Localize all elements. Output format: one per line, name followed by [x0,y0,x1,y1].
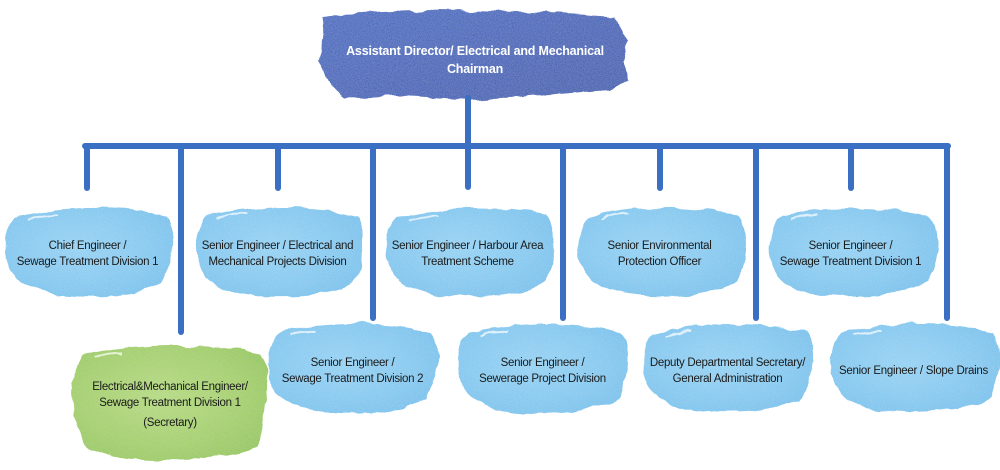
row1-node-4-shape [578,207,747,297]
row1-node-5-line2: Sewage Treatment Division 1 [779,256,922,268]
row1-node-5-line1: Senior Engineer / [808,240,893,252]
row2-node-5: Senior Engineer / Slope Drains [826,335,1000,407]
row2-node-2-line2: Sewage Treatment Division 2 [281,373,424,385]
row1-node-1-shape [5,207,174,297]
row1-node-2-line1: Senior Engineer / Electrical and [201,240,354,252]
row2-node-3-line1: Senior Engineer / [500,357,585,369]
row2-node-1-shape [72,345,268,461]
row2-node-4: Deputy Departmental Secretary/ General A… [640,335,815,407]
row1-node-3-line2: Treatment Scheme [421,256,514,268]
top-node: Assistant Director/ Electrical and Mecha… [320,30,630,90]
row1-node-2: Senior Engineer / Electrical and Mechani… [190,218,365,290]
row2-node-2: Senior Engineer / Sewage Treatment Divis… [265,335,440,407]
row1-node-4-line1: Senior Environmental [607,240,712,252]
row2-node-3-shape [458,323,629,413]
row1-node-5: Senior Engineer / Sewage Treatment Divis… [763,218,938,290]
row1-node-4: Senior Environmental Protection Officer [572,218,747,290]
row2-node-1-line3: (Secretary) [143,417,197,429]
row2-node-3: Senior Engineer / Sewerage Project Divis… [455,335,630,407]
row2-node-1-line1: Electrical&Mechanical Engineer/ [92,381,248,393]
connector-lines [82,95,951,335]
top-node-title: Assistant Director/ Electrical and Mecha… [346,44,604,58]
row1-node-3-line1: Senior Engineer / Harbour Area [391,240,544,252]
row2-node-1-line2: Sewage Treatment Division 1 [99,397,241,409]
row2-node-4-line2: General Administration [672,373,783,385]
row1-node-1-line2: Sewage Treatment Division 1 [16,256,159,268]
row2-node-3-line2: Sewerage Project Division [479,373,606,385]
row2-node-5-line1: Senior Engineer / Slope Drains [839,365,988,377]
row1-node-3: Senior Engineer / Harbour Area Treatment… [380,218,555,290]
top-node-shape [318,10,630,100]
row2-node-2-line1: Senior Engineer / [310,357,395,369]
row2-node-5-shape [830,323,1000,413]
row1-node-3-shape [386,207,555,297]
row1-node-1-line1: Chief Engineer / [48,240,127,252]
row2-node-4-line1: Deputy Departmental Secretary/ [649,357,806,369]
row1-node-4-line2: Protection Officer [617,256,702,268]
row2-node-4-shape [643,323,814,413]
row1-node-5-shape [769,207,938,297]
row2-node-1-secretary: Electrical&Mechanical Engineer/ Sewage T… [70,360,270,450]
row1-node-2-line2: Mechanical Projects Division [208,256,347,268]
row1-node-2-shape [196,207,365,297]
row2-node-2-shape [267,323,438,413]
row1-node-1: Chief Engineer / Sewage Treatment Divisi… [0,218,175,290]
top-node-subtitle: Chairman [446,62,504,76]
